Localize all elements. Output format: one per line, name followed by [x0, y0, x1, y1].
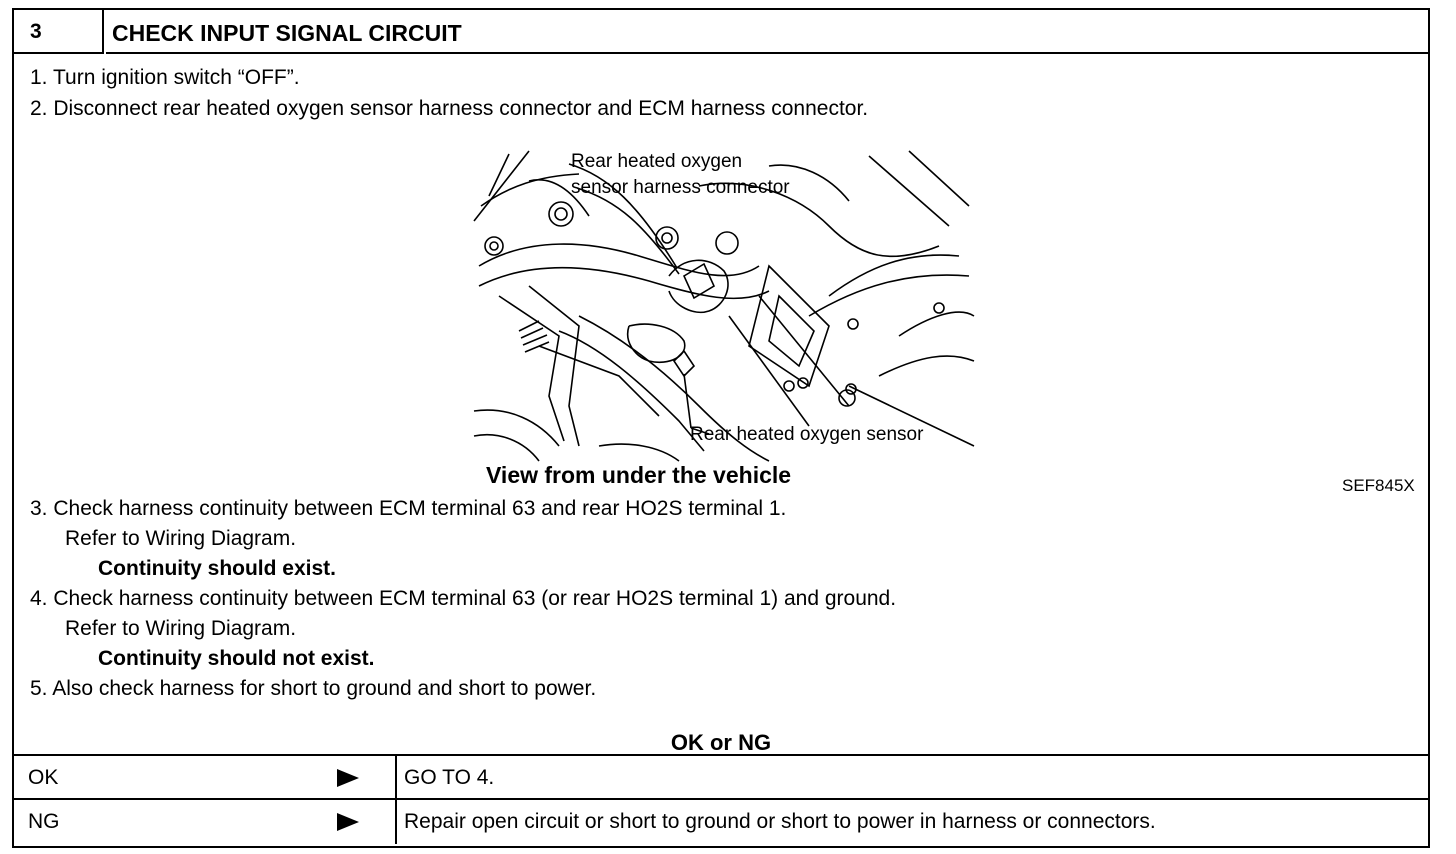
instruction-5: 5. Also check harness for short to groun… — [30, 677, 597, 700]
label-sensor: Rear heated oxygen sensor — [690, 424, 924, 445]
instruction-4-expected: Continuity should not exist. — [98, 647, 375, 670]
procedure-table: 3 CHECK INPUT SIGNAL CIRCUIT 1. Turn ign… — [12, 8, 1430, 848]
column-divider — [395, 756, 397, 800]
result-condition: NG — [28, 810, 60, 833]
instruction-1: 1. Turn ignition switch “OFF”. — [30, 66, 300, 89]
step-title: CHECK INPUT SIGNAL CIRCUIT — [106, 10, 1428, 54]
result-action: GO TO 4. — [404, 766, 495, 789]
label-connector-line1: Rear heated oxygen — [571, 151, 742, 172]
instruction-3-ref: Refer to Wiring Diagram. — [65, 527, 297, 550]
arrow-right-icon — [337, 769, 359, 787]
result-header: OK or NG — [670, 730, 772, 755]
instruction-4-ref: Refer to Wiring Diagram. — [65, 617, 297, 640]
column-divider — [395, 800, 397, 844]
instruction-4: 4. Check harness continuity between ECM … — [30, 587, 897, 610]
label-connector-line2: sensor harness connector — [571, 177, 790, 198]
instruction-3-expected: Continuity should exist. — [98, 557, 337, 580]
result-row-ng: NG Repair open circuit or short to groun… — [14, 798, 1428, 844]
instruction-3: 3. Check harness continuity between ECM … — [30, 497, 787, 520]
result-action: Repair open circuit or short to ground o… — [404, 810, 1156, 833]
instruction-2: 2. Disconnect rear heated oxygen sensor … — [30, 97, 869, 120]
result-condition: OK — [28, 766, 59, 789]
arrow-right-icon — [337, 813, 359, 831]
vehicle-underside-illustration: Rear heated oxygen sensor harness connec… — [473, 150, 975, 462]
result-row-ok: OK GO TO 4. — [14, 754, 1428, 800]
figure-caption: View from under the vehicle — [486, 462, 792, 488]
step-number: 3 — [14, 10, 104, 54]
figure-id: SEF845X — [1342, 476, 1415, 495]
